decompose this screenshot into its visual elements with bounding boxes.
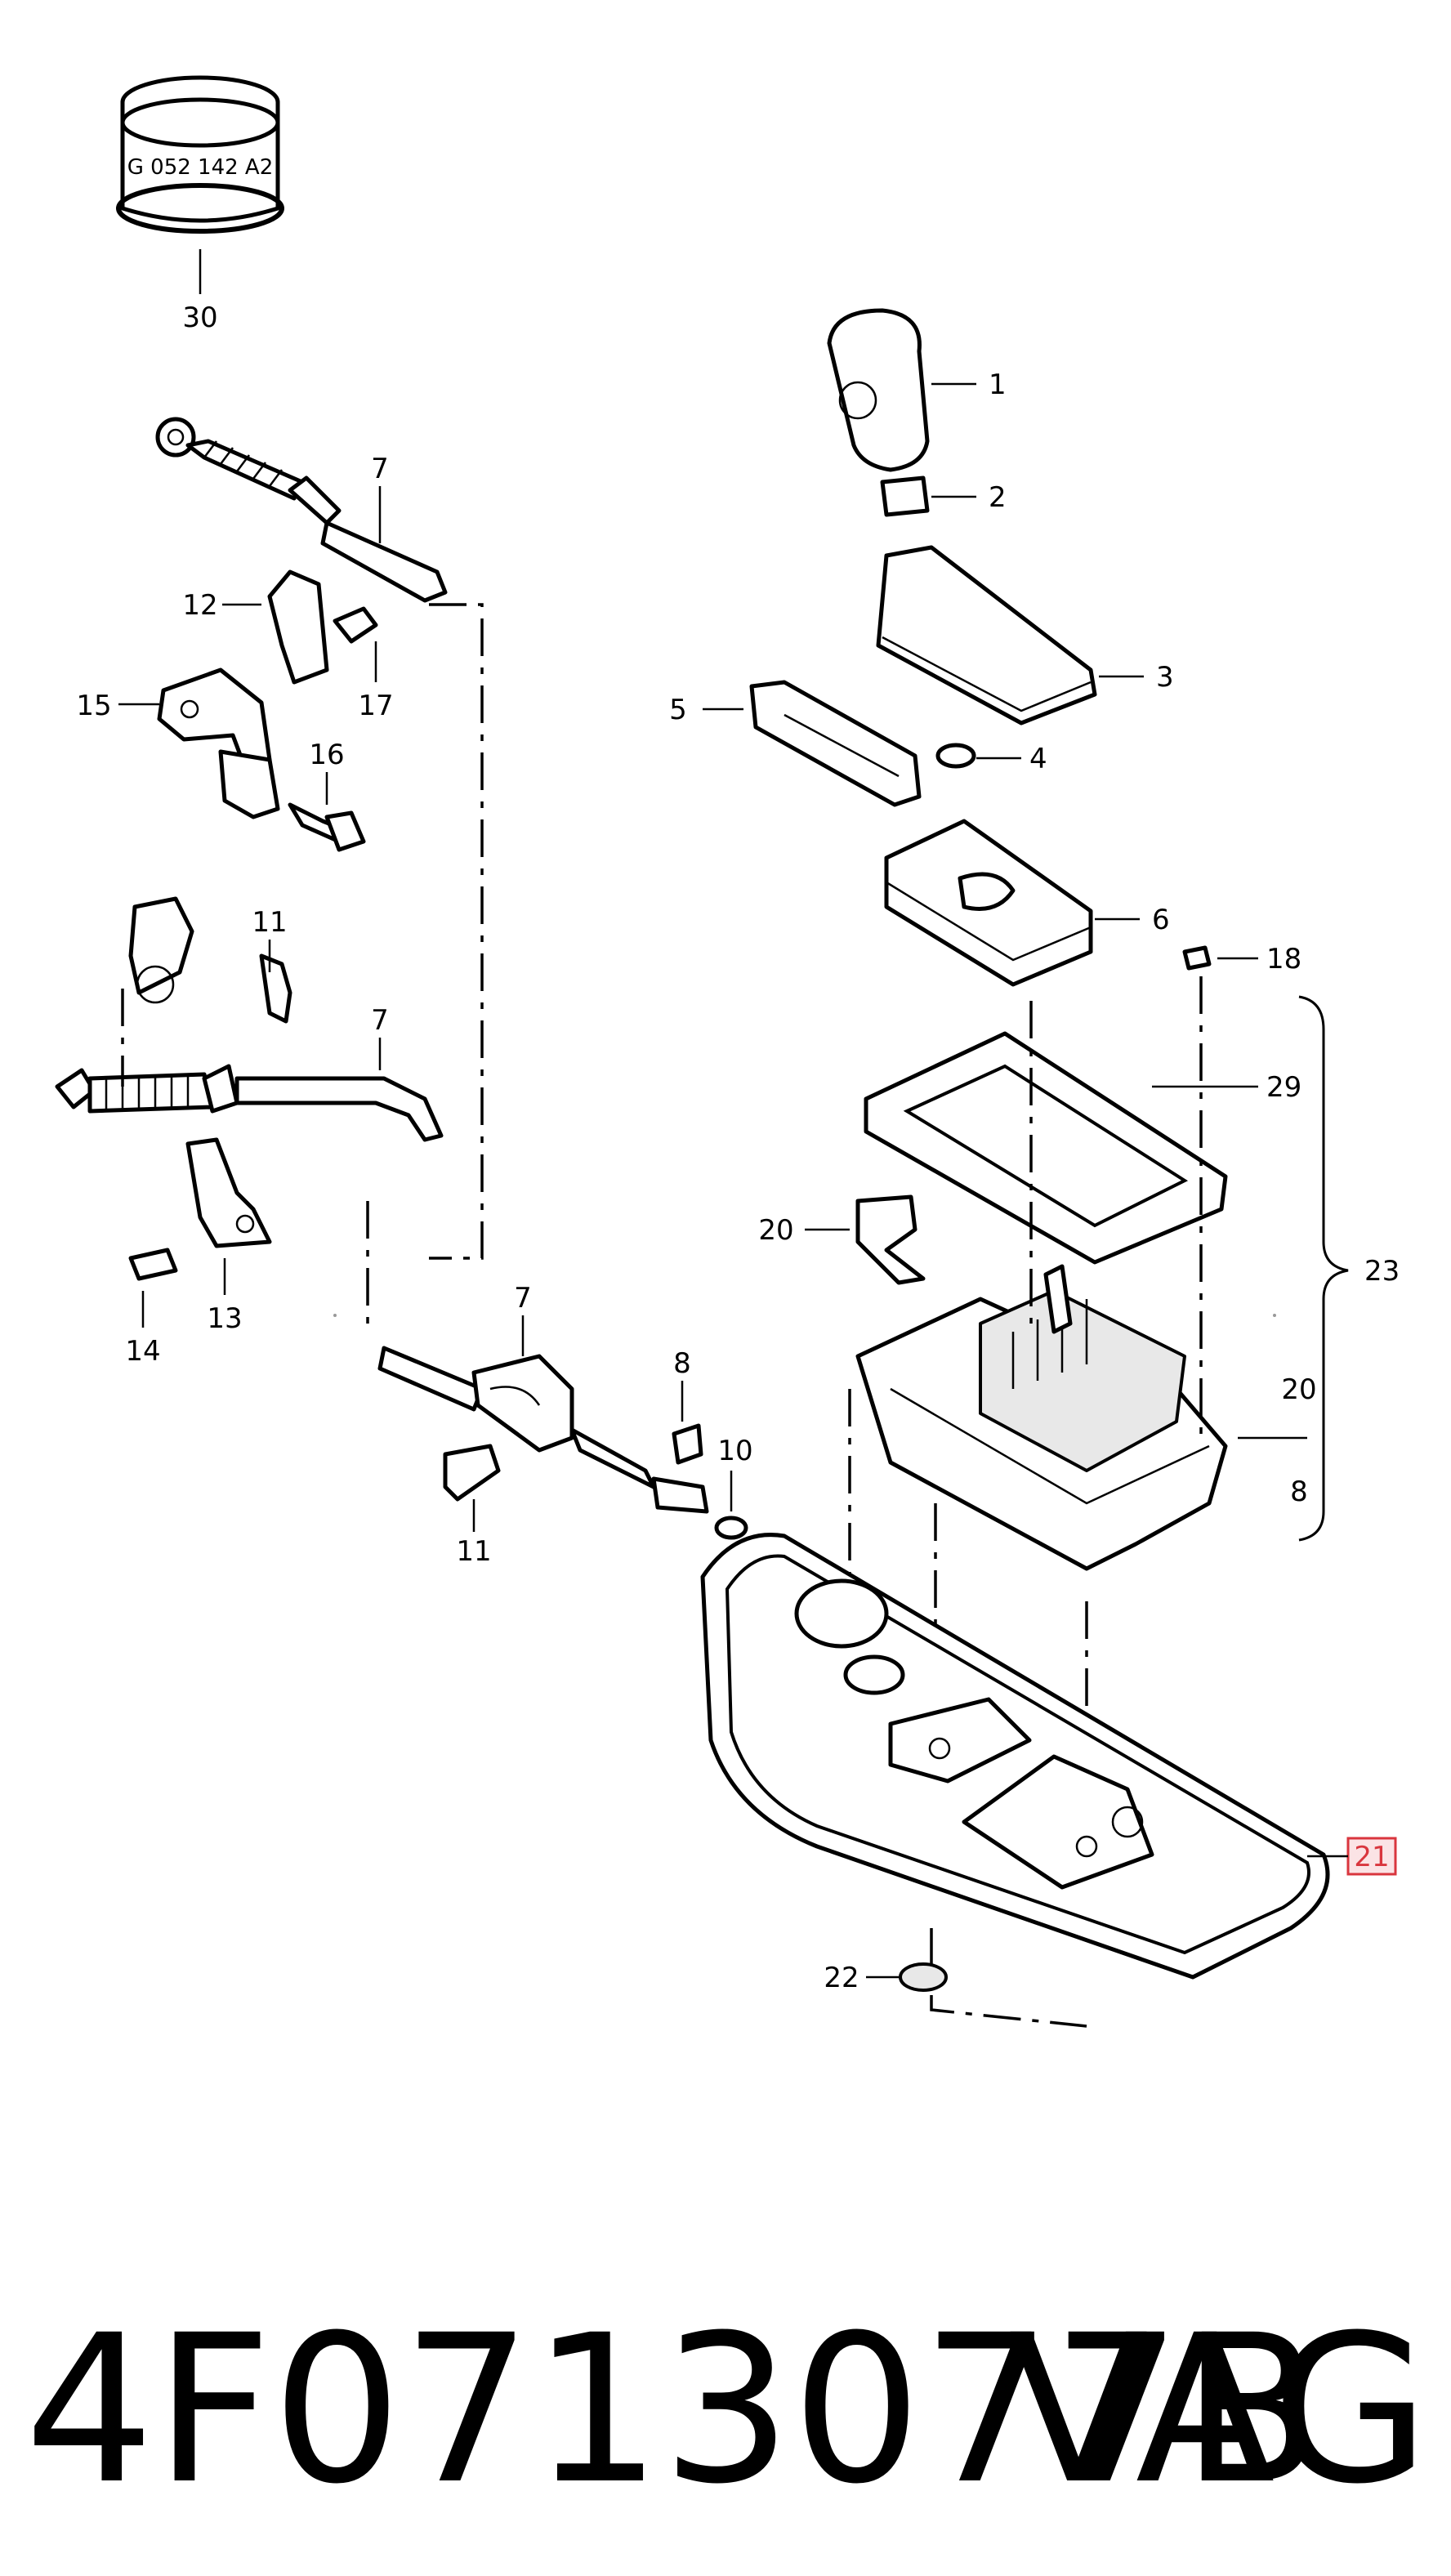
sensor	[855, 1194, 926, 1285]
callout-21: 21	[1354, 1841, 1389, 1873]
sealant-label: G 052 142 A2	[127, 155, 274, 180]
callout-2: 2	[989, 481, 1007, 514]
callout-1: 1	[989, 368, 1007, 401]
callout-7-mid: 7	[371, 1004, 389, 1037]
callout-11-upper: 11	[252, 906, 287, 939]
callout-4: 4	[1029, 743, 1047, 775]
callout-6: 6	[1152, 904, 1170, 936]
part-number: 4F0713077B	[25, 2291, 1322, 2529]
shift-ring	[935, 743, 976, 769]
footer: 4F0713077B VAG	[25, 2255, 1430, 2565]
callout-8-group: 8	[1290, 1476, 1308, 1508]
shift-boot	[876, 545, 1097, 725]
lower-cable-assembly	[377, 1346, 748, 1540]
callout-22: 22	[824, 1962, 859, 1994]
callout-7-lower: 7	[514, 1282, 532, 1315]
callout-16: 16	[309, 739, 344, 771]
callout-12: 12	[182, 589, 217, 622]
callout-11-lower: 11	[456, 1535, 491, 1568]
nut	[1182, 945, 1212, 971]
grommet	[899, 1962, 948, 1992]
seal-frame	[864, 1031, 1228, 1265]
callout-3: 3	[1156, 661, 1174, 694]
base-plate	[700, 1533, 1330, 1980]
callout-7-upper: 7	[371, 453, 389, 485]
gate-cover	[884, 819, 1093, 987]
callout-13: 13	[207, 1302, 242, 1335]
callout-30: 30	[182, 301, 217, 334]
gear-knob	[827, 308, 930, 472]
callout-5: 5	[669, 694, 687, 726]
upper-cable-bracket	[157, 569, 378, 852]
sealant-tube: G 052 142 A2	[116, 75, 284, 234]
callout-14: 14	[125, 1335, 160, 1368]
brand-name: VAG	[1008, 2291, 1430, 2529]
callout-20-group: 20	[1281, 1373, 1316, 1406]
callout-29: 29	[1266, 1071, 1301, 1104]
callout-15: 15	[76, 690, 111, 722]
indicator-strip	[749, 680, 922, 807]
callout-20-sensor: 20	[758, 1214, 793, 1247]
callout-17: 17	[358, 690, 393, 722]
shifter-housing	[855, 1264, 1228, 1571]
mid-cable-assembly	[55, 896, 444, 1281]
callout-18: 18	[1266, 943, 1301, 975]
callout-8-bolt: 8	[673, 1347, 691, 1380]
callout-10: 10	[717, 1435, 752, 1467]
callout-23: 23	[1364, 1255, 1400, 1288]
knob-sleeve	[880, 475, 930, 517]
upper-cable-end	[155, 417, 448, 603]
